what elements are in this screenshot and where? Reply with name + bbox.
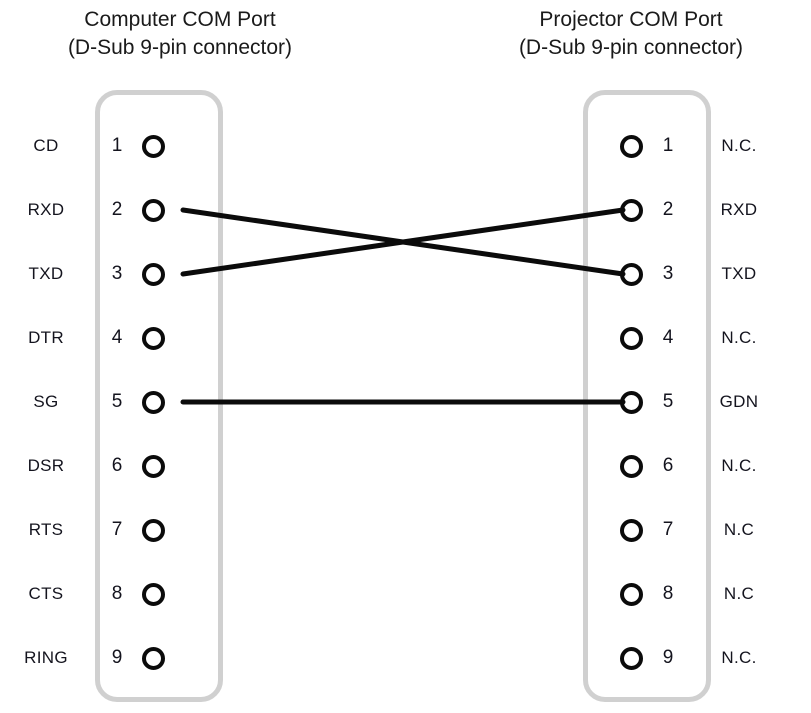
wire-left3-to-right2 (180, 207, 626, 277)
left-pin-number-6: 6 (111, 455, 123, 476)
right-pin-hole-6 (620, 454, 643, 478)
right-pin-signal-9: N.C. (721, 648, 757, 667)
left-pin-hole-7 (142, 518, 165, 542)
left-pin-row-7: RTS 7 (0, 512, 240, 548)
right-pin-signal-4: N.C. (721, 328, 757, 347)
right-pin-signal-8: N.C (723, 584, 755, 603)
left-pin-hole-1 (142, 134, 165, 158)
right-pin-hole-5 (620, 390, 643, 414)
left-pin-row-6: DSR 6 (0, 448, 240, 484)
left-pin-signal-1: CD (33, 136, 59, 155)
right-pin-signal-7: N.C (723, 520, 755, 539)
right-connector-body (583, 90, 711, 702)
right-pin-number-3: 3 (662, 263, 674, 284)
right-pin-hole-1 (620, 134, 643, 158)
left-pin-row-3: TXD 3 (0, 256, 240, 292)
left-pin-hole-2 (142, 198, 165, 222)
left-pin-number-9: 9 (111, 647, 123, 668)
left-port-title-line1: Computer COM Port (84, 8, 276, 31)
right-pin-number-9: 9 (662, 647, 674, 668)
right-pin-row-5: 5 GDN (571, 384, 811, 420)
right-pin-number-4: 4 (662, 327, 674, 348)
right-pin-row-2: 2 RXD (571, 192, 811, 228)
left-pin-number-2: 2 (111, 199, 123, 220)
right-pin-row-6: 6 N.C. (571, 448, 811, 484)
left-pin-row-9: RING 9 (0, 640, 240, 676)
left-pin-signal-5: SG (33, 392, 59, 411)
right-pin-row-8: 8 N.C (571, 576, 811, 612)
right-port-title-line2: (D-Sub 9-pin connector) (518, 36, 744, 59)
right-pin-row-3: 3 TXD (571, 256, 811, 292)
left-pin-hole-4 (142, 326, 165, 350)
right-pin-row-7: 7 N.C (571, 512, 811, 548)
left-pin-hole-3 (142, 262, 165, 286)
right-pin-number-7: 7 (662, 519, 674, 540)
right-pin-hole-9 (620, 646, 643, 670)
left-pin-number-7: 7 (111, 519, 123, 540)
right-pin-number-8: 8 (662, 583, 674, 604)
right-pin-number-6: 6 (662, 455, 674, 476)
right-port-title: Projector COM Port (D-Sub 9-pin connecto… (451, 6, 811, 62)
left-port-title: Computer COM Port (D-Sub 9-pin connector… (0, 6, 360, 62)
right-pin-row-9: 9 N.C. (571, 640, 811, 676)
wire-left2-to-right3 (180, 207, 626, 277)
right-pin-hole-7 (620, 518, 643, 542)
right-pin-hole-3 (620, 262, 643, 286)
right-pin-signal-6: N.C. (721, 456, 757, 475)
right-pin-row-4: 4 N.C. (571, 320, 811, 356)
left-pin-signal-6: DSR (27, 456, 65, 475)
right-pin-row-1: 1 N.C. (571, 128, 811, 164)
left-pin-number-1: 1 (111, 135, 123, 156)
left-pin-signal-4: DTR (28, 328, 64, 347)
right-pin-signal-2: RXD (720, 200, 758, 219)
left-port-title-line2: (D-Sub 9-pin connector) (67, 36, 293, 59)
left-pin-signal-2: RXD (27, 200, 65, 219)
right-pin-hole-8 (620, 582, 643, 606)
left-pin-hole-8 (142, 582, 165, 606)
left-pin-row-2: RXD 2 (0, 192, 240, 228)
right-pin-signal-1: N.C. (721, 136, 757, 155)
left-pin-hole-6 (142, 454, 165, 478)
left-pin-number-8: 8 (111, 583, 123, 604)
left-pin-number-4: 4 (111, 327, 123, 348)
left-pin-hole-9 (142, 646, 165, 670)
right-pin-hole-2 (620, 198, 643, 222)
left-pin-number-5: 5 (111, 391, 123, 412)
left-pin-signal-8: CTS (28, 584, 64, 603)
left-pin-number-3: 3 (111, 263, 123, 284)
right-pin-signal-5: GDN (719, 392, 759, 411)
left-pin-row-8: CTS 8 (0, 576, 240, 612)
left-pin-signal-3: TXD (28, 264, 64, 283)
left-pin-row-4: DTR 4 (0, 320, 240, 356)
left-pin-row-1: CD 1 (0, 128, 240, 164)
right-pin-signal-3: TXD (721, 264, 757, 283)
left-pin-signal-7: RTS (28, 520, 64, 539)
right-pin-hole-4 (620, 326, 643, 350)
right-port-title-line1: Projector COM Port (539, 8, 723, 31)
right-pin-number-1: 1 (662, 135, 674, 156)
left-pin-signal-9: RING (24, 648, 68, 667)
right-pin-number-5: 5 (662, 391, 674, 412)
left-pin-hole-5 (142, 390, 165, 414)
left-pin-row-5: SG 5 (0, 384, 240, 420)
right-pin-number-2: 2 (662, 199, 674, 220)
